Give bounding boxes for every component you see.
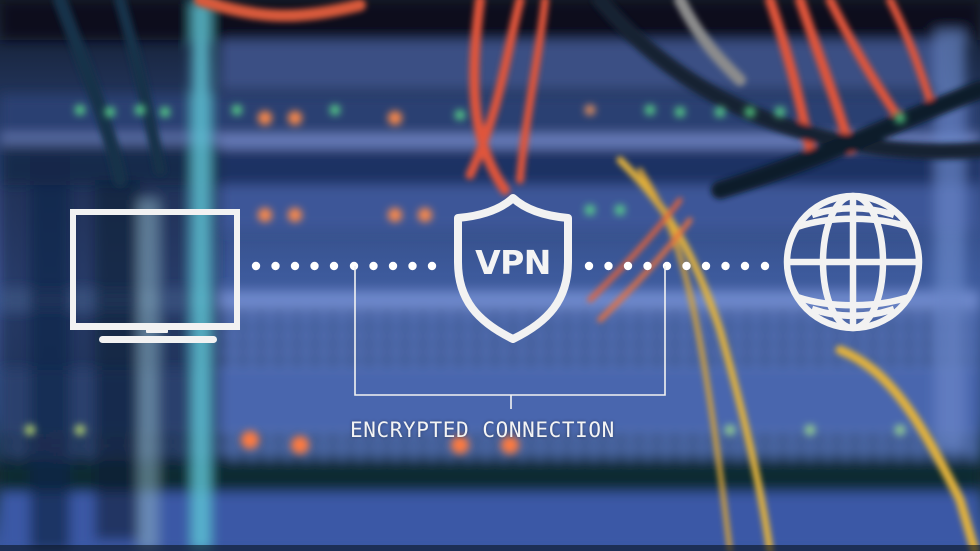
encryption-bracket [354, 266, 666, 409]
shield-icon [454, 194, 572, 343]
left-connection-dots [251, 261, 437, 271]
globe-icon [783, 192, 923, 332]
encrypted-connection-caption: ENCRYPTED CONNECTION [350, 418, 615, 442]
right-connection-dots [584, 261, 770, 271]
monitor-icon [70, 209, 240, 343]
vpn-label: VPN [475, 243, 551, 282]
